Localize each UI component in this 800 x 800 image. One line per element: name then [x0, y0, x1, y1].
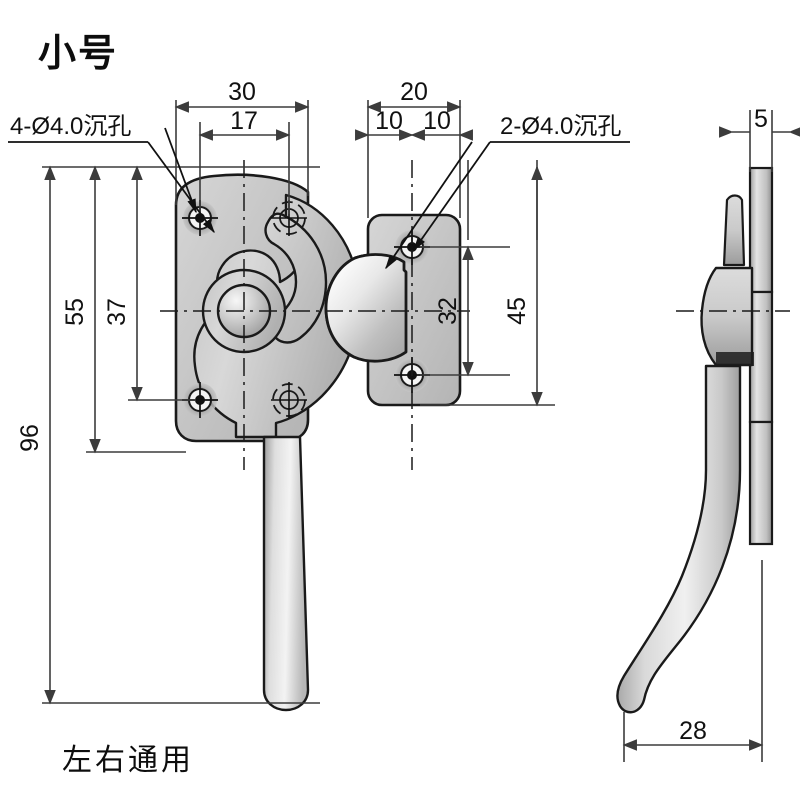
dimensions-left: [42, 165, 320, 705]
handle-front: [262, 435, 310, 712]
hidden-hole-bottom-right: [271, 382, 307, 418]
leader-left: [8, 127, 215, 234]
side-back-plate-lower: [748, 420, 774, 546]
side-hub-shadow: [716, 352, 754, 366]
dim-text-32: 32: [434, 297, 462, 325]
side-handle-curve: [616, 364, 742, 714]
dim-text-55: 55: [61, 298, 89, 326]
dim-text-28: 28: [679, 717, 707, 745]
side-view: [616, 166, 790, 714]
side-back-plate: [748, 166, 774, 294]
page-title: 小号: [38, 31, 119, 75]
leader-right: [385, 141, 630, 270]
dimensions-side: [622, 110, 800, 762]
dim-text-10-left: 10: [375, 107, 403, 135]
cbore-screw-bottom-left: [182, 382, 218, 418]
dim-text-30: 30: [228, 78, 256, 106]
note-2-counterbore: 2-Ø4.0沉孔: [500, 113, 621, 140]
front-view: [160, 160, 470, 712]
footnote-universal: 左右通用: [62, 743, 194, 778]
dim-text-45: 45: [503, 297, 531, 325]
dim-text-10-right: 10: [423, 107, 451, 135]
dim-text-20: 20: [400, 78, 428, 106]
dim-text-37: 37: [103, 298, 131, 326]
dimensions-top: [174, 100, 473, 218]
dim-text-96: 96: [16, 424, 44, 452]
dim-text-17: 17: [230, 107, 258, 135]
cam-nose-overlay: [324, 253, 408, 363]
note-4-counterbore: 4-Ø4.0沉孔: [10, 113, 131, 140]
side-cam-tip: [722, 194, 746, 267]
dim-text-5: 5: [754, 105, 768, 133]
side-hub-block: [700, 266, 754, 367]
dimensions-right: [420, 160, 555, 407]
